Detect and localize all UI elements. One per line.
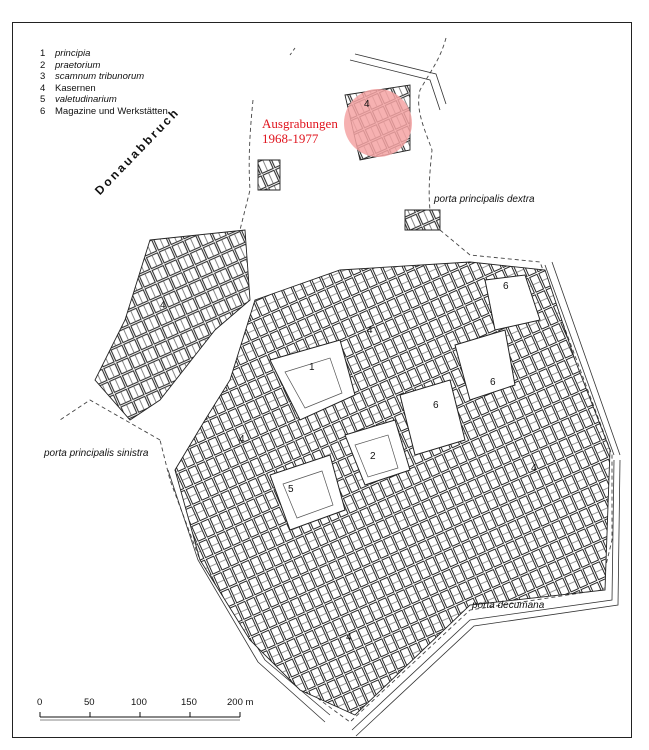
building-number-kasernen-east: 4 (531, 463, 537, 474)
building-number-magazine-c: 6 (433, 400, 439, 411)
map-frame (12, 22, 632, 738)
building-number-principia: 1 (309, 362, 315, 373)
excavation-label: Ausgrabungen 1968-1977 (262, 116, 338, 146)
building-number-valetudinarium: 5 (288, 484, 294, 495)
building-number-kasernen-mid: 4 (239, 434, 245, 445)
excavation-highlight (344, 89, 412, 157)
scale-tick-0: 0 (37, 697, 43, 708)
gate-label-dextra: porta principalis dextra (434, 194, 535, 205)
scale-tick-150: 150 (181, 697, 197, 708)
building-number-kasernen-south: 4 (346, 632, 352, 643)
scale-tick-100: 100 (131, 697, 147, 708)
building-number-magazine-ne: 6 (503, 281, 509, 292)
scale-tick-50: 50 (84, 697, 95, 708)
building-remains (94, 84, 611, 716)
excavation-number: 4 (364, 99, 370, 110)
gate-label-sinistra: porta principalis sinistra (44, 448, 149, 459)
scale-bar (39, 712, 241, 721)
building-number-kasernen-center: 4 (367, 325, 373, 336)
building-number-kasernen-west: 4 (160, 300, 166, 311)
scale-tick-200: 200 m (227, 697, 254, 708)
courtyard-inner (282, 357, 399, 519)
building-number-magazine-e: 6 (490, 377, 496, 388)
building-number-praetorium: 2 (370, 451, 376, 462)
gate-label-decumana: porta decumana (472, 600, 545, 611)
courtyards (269, 274, 541, 531)
